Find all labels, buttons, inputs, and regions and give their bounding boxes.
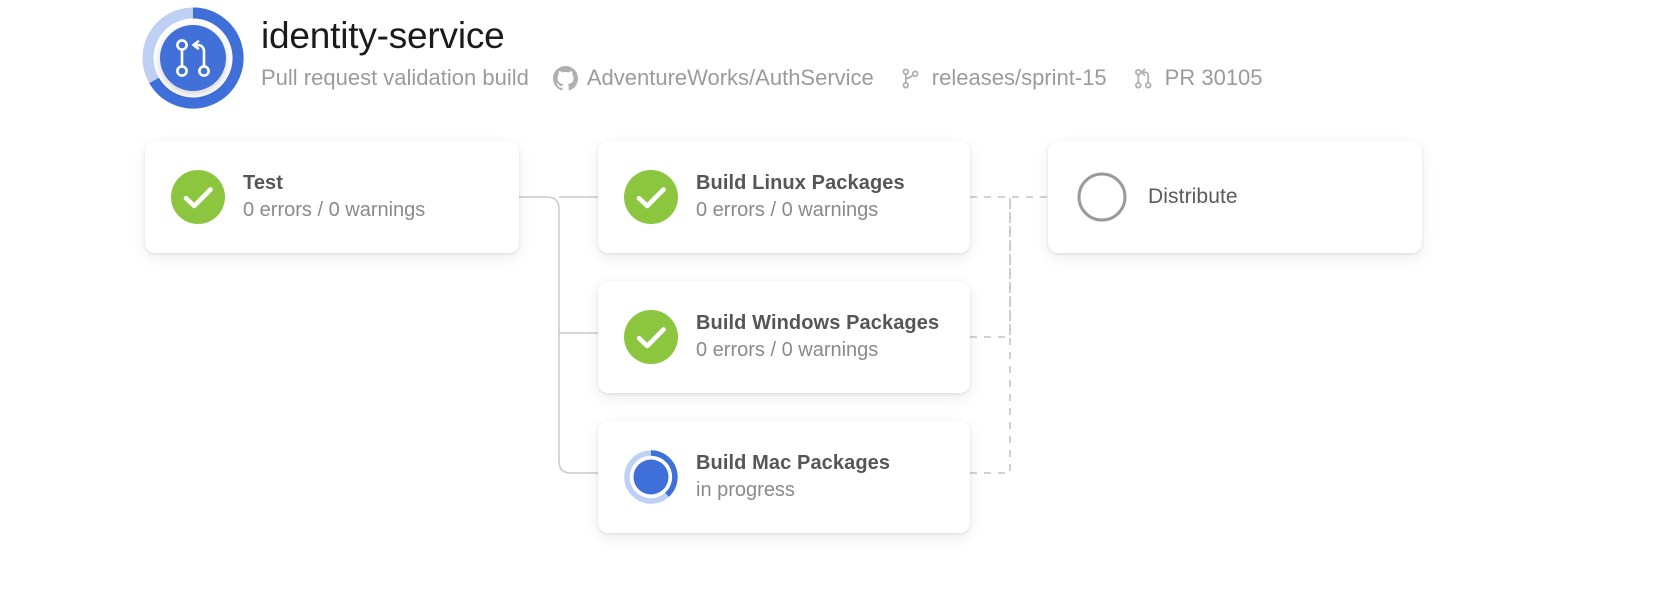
- page-title: identity-service: [261, 15, 505, 56]
- build-meta: Pull request validation build AdventureW…: [261, 64, 1263, 92]
- stage-card-text: Build Windows Packages 0 errors / 0 warn…: [696, 310, 939, 364]
- build-status-logo: [141, 6, 245, 110]
- wire-windows-to-distribute: [970, 197, 1011, 338]
- wire-mac-to-distribute: [970, 197, 1011, 474]
- stage-card-text: Build Mac Packages in progress: [696, 450, 890, 504]
- stage-subtitle: 0 errors / 0 warnings: [696, 199, 879, 221]
- branch-icon: [898, 66, 923, 91]
- github-icon: [552, 65, 578, 91]
- stage-subtitle: in progress: [696, 479, 795, 501]
- branch-name: releases/sprint-15: [931, 65, 1107, 90]
- pull-request-number: PR 30105: [1164, 65, 1263, 90]
- repository-name: AdventureWorks/AuthService: [586, 65, 874, 90]
- stage-title: Distribute: [1148, 185, 1238, 208]
- check-circle-icon: [171, 170, 225, 224]
- pull-request-icon: [1131, 66, 1156, 91]
- check-circle-icon: [624, 170, 678, 224]
- stage-title: Build Linux Packages: [696, 172, 905, 194]
- stage-title: Build Windows Packages: [696, 312, 940, 334]
- build-reason: Pull request validation build: [261, 65, 529, 90]
- build-header: identity-service Pull request validation…: [141, 6, 1263, 110]
- stage-card-distribute[interactable]: Distribute: [1048, 141, 1422, 253]
- stage-card-build-linux[interactable]: Build Linux Packages 0 errors / 0 warnin…: [598, 141, 970, 253]
- stage-card-build-windows[interactable]: Build Windows Packages 0 errors / 0 warn…: [598, 281, 970, 393]
- stage-card-test[interactable]: Test 0 errors / 0 warnings: [145, 141, 519, 253]
- spinner-icon: [624, 450, 678, 504]
- empty-circle-icon: [1076, 171, 1128, 223]
- stage-subtitle: 0 errors / 0 warnings: [243, 199, 426, 221]
- stage-card-text: Test 0 errors / 0 warnings: [243, 170, 425, 224]
- stage-card-text: Build Linux Packages 0 errors / 0 warnin…: [696, 170, 905, 224]
- stage-title: Build Mac Packages: [696, 452, 891, 474]
- stage-card-build-mac[interactable]: Build Mac Packages in progress: [598, 421, 970, 533]
- wire-test-to-mac: [519, 196, 598, 474]
- stage-subtitle: 0 errors / 0 warnings: [696, 339, 879, 361]
- check-circle-icon: [624, 310, 678, 364]
- stage-title: Test: [243, 172, 284, 194]
- stage-card-text: Distribute: [1148, 184, 1238, 210]
